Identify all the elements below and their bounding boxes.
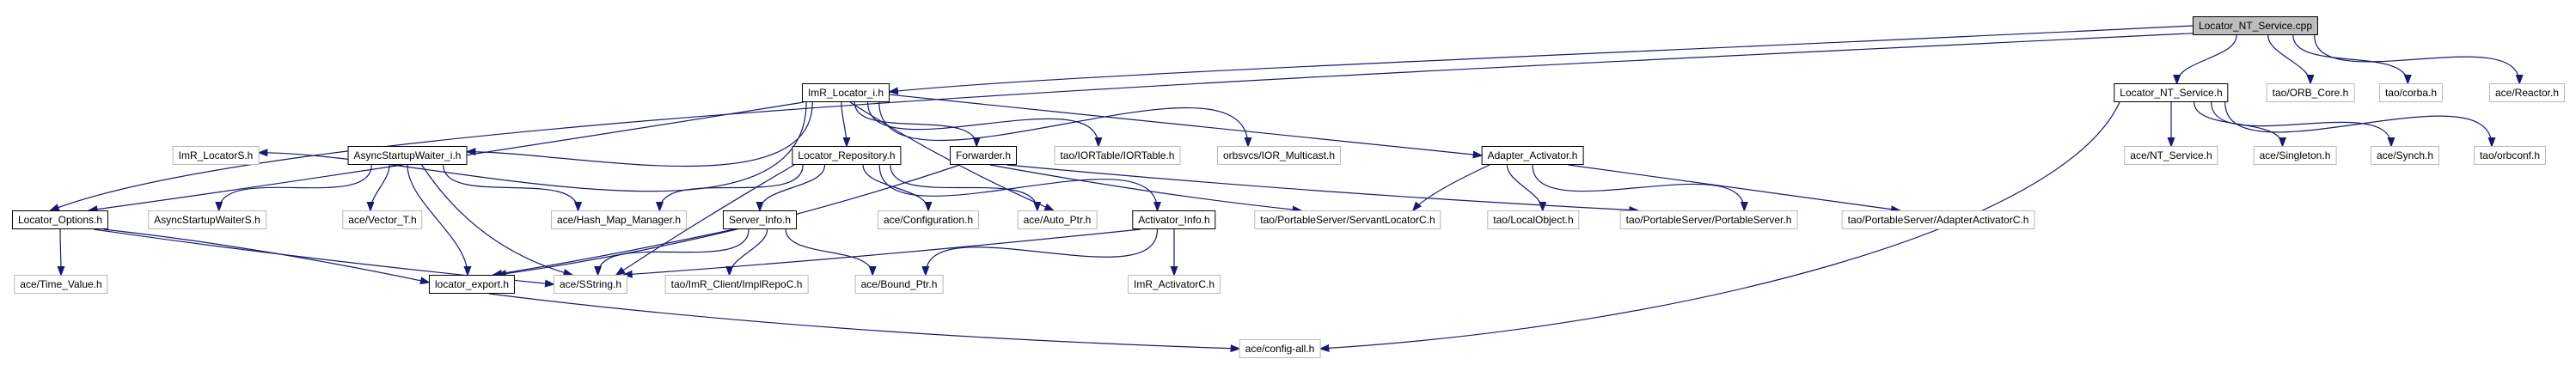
node-multicast: orbsvcs/IOR_Multicast.h xyxy=(1216,146,1342,165)
node-imr_locators: ImR_LocatorS.h xyxy=(172,146,260,165)
node-nt_h[interactable]: Locator_NT_Service.h xyxy=(2114,83,2229,102)
edge-nt_h-synch xyxy=(2211,101,2395,148)
edge-repo-autoptr xyxy=(890,164,1042,212)
edge-fwd-slc xyxy=(989,164,1303,214)
node-sstring: ace/SString.h xyxy=(553,275,628,294)
edge-ada-localobj xyxy=(1506,164,1547,212)
node-iortable: tao/IORTable/IORTable.h xyxy=(1054,146,1181,165)
edge-si-sstring xyxy=(594,228,750,277)
edge-repo-sstring xyxy=(615,164,795,277)
edge-imr-fwd xyxy=(854,101,981,148)
edge-cpp-nt_h xyxy=(2173,34,2237,85)
edge-si-implrepoc xyxy=(725,228,768,277)
node-hashmap: ace/Hash_Map_Manager.h xyxy=(550,210,688,229)
edge-nt_h-configall xyxy=(1319,101,2120,352)
edge-imr-iortable xyxy=(866,101,1103,148)
edge-aswi-vector_t xyxy=(366,164,390,212)
edge-repo-config xyxy=(862,164,933,212)
node-synch: ace/Synch.h xyxy=(2370,146,2440,165)
edge-ada-aac xyxy=(1568,164,1902,214)
node-localobj: tao/LocalObject.h xyxy=(1487,210,1580,229)
edge-repo-si xyxy=(756,164,826,212)
node-opts[interactable]: Locator_Options.h xyxy=(11,210,109,229)
node-slc: tao/PortableServer/ServantLocatorC.h xyxy=(1254,210,1441,229)
edge-aswi-asws xyxy=(215,164,372,212)
edge-cpp-reactor xyxy=(2314,34,2524,85)
edge-si-exp xyxy=(492,228,735,277)
node-ps: tao/PortableServer/PortableServer.h xyxy=(1619,210,1798,229)
node-imr[interactable]: ImR_Locator_i.h xyxy=(801,83,890,102)
node-ace_nt: ace/NT_Service.h xyxy=(2124,146,2218,165)
edge-aswi-hashmap xyxy=(443,164,583,212)
node-ada[interactable]: Adapter_Activator.h xyxy=(1481,146,1584,165)
node-timevalue: ace/Time_Value.h xyxy=(14,275,108,294)
node-boundptr: ace/Bound_Ptr.h xyxy=(854,275,944,294)
edge-repo-ai xyxy=(878,164,1161,212)
edge-exp-configall xyxy=(488,293,1241,353)
node-orb_core: tao/ORB_Core.h xyxy=(2266,83,2355,102)
edge-si-boundptr xyxy=(785,228,877,277)
node-asws: AsyncStartupWaiterS.h xyxy=(148,210,266,229)
node-implrepoc: tao/ImR_Client/ImplRepoC.h xyxy=(664,275,809,294)
edge-aswi-exp xyxy=(407,164,472,277)
edge-imr-repo xyxy=(841,101,851,148)
edge-ai-boundptr xyxy=(921,228,1159,277)
node-fwd[interactable]: Forwarder.h xyxy=(949,146,1018,165)
node-config: ace/Configuration.h xyxy=(877,210,980,229)
edge-cpp-corba xyxy=(2292,34,2412,85)
edge-nt_h-orbconf xyxy=(2224,101,2496,148)
node-singleton: ace/Singleton.h xyxy=(2253,146,2337,165)
node-autoptr: ace/Auto_Ptr.h xyxy=(1017,210,1098,229)
node-aswi[interactable]: AsyncStartupWaiter_i.h xyxy=(347,146,468,165)
edge-fwd-exp xyxy=(496,164,960,278)
edge-imr-multicast xyxy=(878,101,1252,148)
edge-imr-autoptr xyxy=(849,101,1055,211)
node-repo[interactable]: Locator_Repository.h xyxy=(792,146,902,165)
edge-cpp-imr xyxy=(888,25,2193,95)
edge-imr-ada xyxy=(889,94,1484,159)
node-orbconf: tao/orbconf.h xyxy=(2473,146,2547,165)
edge-imr-imr_locators xyxy=(257,101,807,192)
edge-ai-sstring xyxy=(621,228,1141,278)
edge-ada-slc xyxy=(1411,164,1490,212)
edge-imr-aswi xyxy=(465,101,813,167)
edge-repo-hashmap xyxy=(655,164,804,212)
node-configall: ace/config-all.h xyxy=(1239,339,1321,358)
node-cpp: Locator_NT_Service.cpp xyxy=(2192,16,2319,35)
node-ai[interactable]: Activator_Info.h xyxy=(1132,210,1216,229)
edge-opts-exp xyxy=(103,228,431,285)
node-reactor: ace/Reactor.h xyxy=(2488,83,2566,102)
edge-opts-timevalue xyxy=(57,228,65,277)
node-si[interactable]: Server_Info.h xyxy=(722,210,798,229)
node-imractc: ImR_ActivatorC.h xyxy=(1127,275,1221,294)
node-vector_t: ace/Vector_T.h xyxy=(342,210,423,229)
edge-cpp-opts xyxy=(48,33,2193,211)
node-exp[interactable]: locator_export.h xyxy=(428,275,516,294)
edge-cpp-orb_core xyxy=(2267,34,2315,85)
node-corba: tao/corba.h xyxy=(2378,83,2444,102)
edge-ada-ps xyxy=(1532,164,1748,212)
node-aac: tao/PortableServer/AdapterActivatorC.h xyxy=(1841,210,2035,229)
